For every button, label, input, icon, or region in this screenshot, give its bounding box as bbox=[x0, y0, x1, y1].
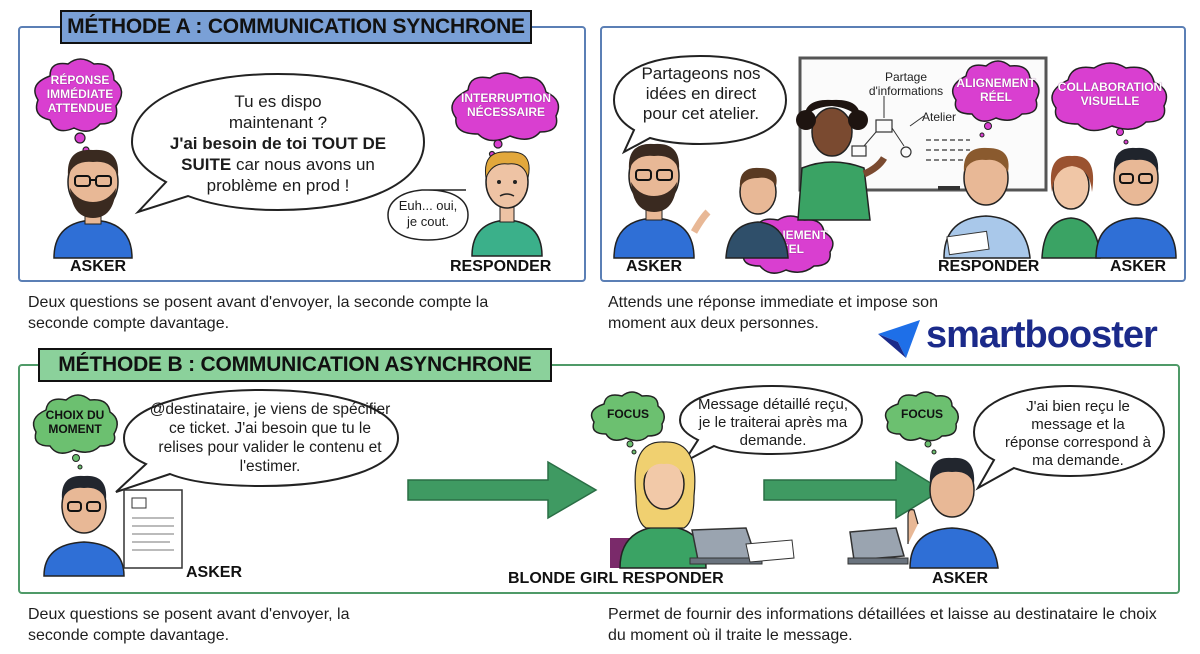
asker-right-avatar bbox=[1095, 147, 1177, 259]
thought-cloud-focus-2 bbox=[884, 391, 959, 455]
listener-avatar bbox=[725, 167, 789, 259]
caption-method-a-left: Deux questions se posent avant d'envoyer… bbox=[28, 294, 489, 332]
label-responder: RESPONDER bbox=[450, 258, 552, 275]
speech-text-asker-b: @destinataire, je viens de spécifier ce … bbox=[149, 401, 391, 475]
presenter-avatar bbox=[796, 99, 888, 221]
asker-avatar bbox=[53, 149, 133, 259]
thought-text-collaboration: COLLABORATION VISUELLE bbox=[1057, 80, 1163, 108]
speech-bubble-asker-2 bbox=[972, 384, 1166, 491]
asker-left-avatar bbox=[613, 143, 711, 259]
label-responder-right: RESPONDER bbox=[938, 258, 1040, 275]
speech-text-asker-2: J'ai bien reçu le message et la réponse … bbox=[1005, 398, 1151, 469]
thought-cloud-alignement-1 bbox=[951, 60, 1040, 138]
board-label-partage: Partage d'informations bbox=[868, 70, 944, 98]
thought-text-asker: RÉPONSE IMMÉDIATE ATTENDUE bbox=[46, 73, 114, 115]
thought-cloud-choix bbox=[32, 394, 118, 470]
thought-cloud-collaboration bbox=[1051, 62, 1168, 145]
reply-bubble-responder bbox=[387, 189, 469, 241]
label-asker-2: ASKER bbox=[932, 570, 989, 587]
speech-bubble-asker bbox=[130, 72, 426, 215]
thought-text-alignement-1: ALIGNEMENT RÉEL bbox=[956, 76, 1036, 104]
label-responder-b: BLONDE GIRL RESPONDER bbox=[508, 570, 724, 587]
speech-text-presenter: Partageons nos idées en direct pour cet … bbox=[641, 64, 761, 123]
label-asker-b: ASKER bbox=[186, 564, 243, 581]
smartbooster-logo-icon bbox=[878, 320, 920, 358]
speech-text-responder-b: Message détaillé reçu, je le traiterai a… bbox=[697, 396, 849, 449]
thought-text-focus-2: FOCUS bbox=[901, 407, 943, 421]
responder-writing-avatar bbox=[943, 147, 1031, 259]
label-asker: ASKER bbox=[70, 258, 127, 275]
caption-method-b-left: Deux questions se posent avant d'envoyer… bbox=[28, 606, 350, 644]
thought-cloud-responder bbox=[451, 72, 560, 158]
caption-method-a-right: Attends une réponse immediate et impose … bbox=[608, 294, 938, 332]
flow-arrow-1 bbox=[407, 460, 598, 520]
thought-text-focus-1: FOCUS bbox=[607, 407, 649, 421]
blonde-girl-responder-avatar bbox=[610, 441, 795, 569]
caption-method-b-right: Permet de fournir des informations détai… bbox=[608, 606, 1157, 644]
smartbooster-logo: smartbooster bbox=[926, 314, 1158, 356]
speech-bubble-asker-b bbox=[115, 388, 400, 493]
flow-arrow-2 bbox=[763, 460, 944, 520]
asker-b-avatar bbox=[43, 475, 183, 577]
thought-text-responder: INTERRUPTION NÉCESSAIRE bbox=[461, 91, 551, 119]
board-label-atelier: Atelier bbox=[922, 110, 957, 124]
reply-text-responder: Euh... oui, je cout. bbox=[398, 198, 458, 229]
method-a-title: MÉTHODE A : COMMUNICATION SYNCHRONE bbox=[60, 10, 532, 44]
thought-cloud-focus-1 bbox=[590, 391, 665, 455]
method-b-title: MÉTHODE B : COMMUNICATION ASYNCHRONE bbox=[38, 348, 552, 382]
label-asker-right: ASKER bbox=[1110, 258, 1167, 275]
asker-2-avatar bbox=[847, 457, 999, 569]
responder-avatar bbox=[471, 151, 543, 257]
thought-text-choix: CHOIX DU MOMENT bbox=[45, 408, 105, 436]
speech-text-asker: Tu es dispo maintenant ? J'ai besoin de … bbox=[169, 92, 387, 195]
speech-bubble-responder-b bbox=[678, 384, 864, 465]
label-asker-left: ASKER bbox=[626, 258, 683, 275]
speech-bubble-presenter bbox=[612, 54, 788, 155]
